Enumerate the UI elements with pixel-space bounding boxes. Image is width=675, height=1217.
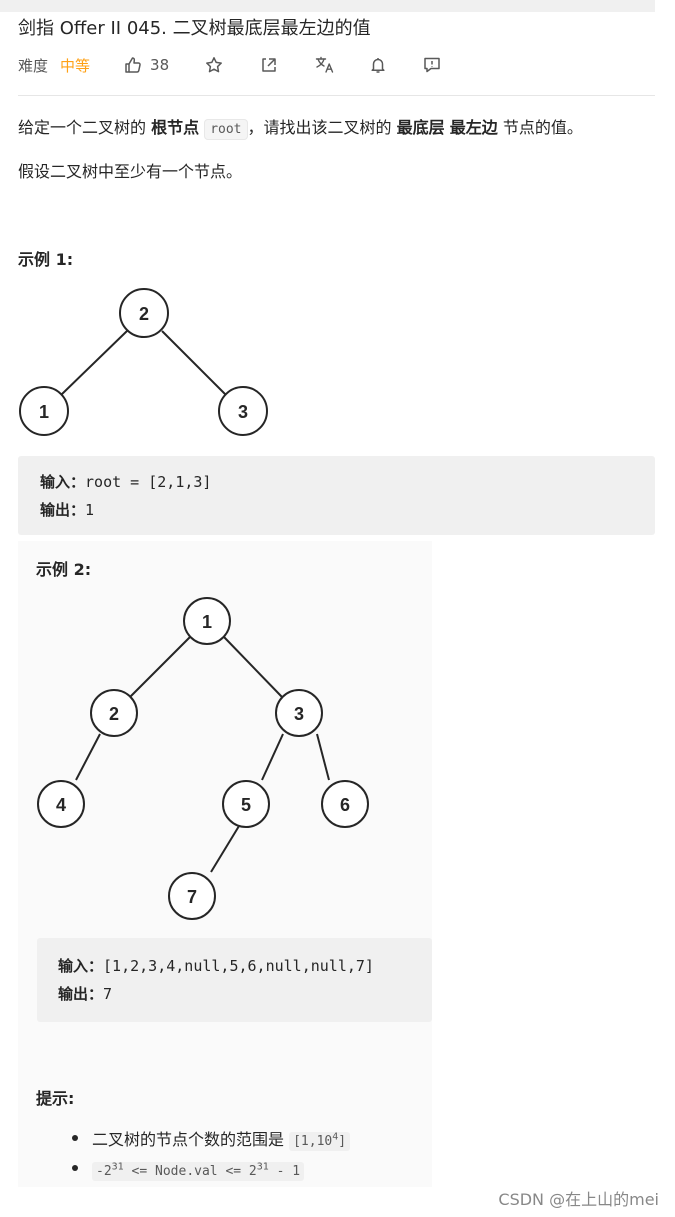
example2-io-block: 输入：[1,2,3,4,null,5,6,null,null,7] 输出：7 — [37, 938, 432, 1022]
hint-item: -231 <= Node.val <= 231 - 1 — [72, 1154, 350, 1184]
input-value: root = [2,1,3] — [85, 473, 212, 491]
tree-edge — [316, 733, 330, 781]
output-label: 输出： — [40, 501, 86, 519]
tree-node-label: 3 — [294, 704, 304, 724]
tree-node — [90, 689, 138, 737]
star-icon — [206, 57, 223, 73]
tree-node-label: 3 — [238, 402, 248, 422]
tree-node-label: 2 — [109, 704, 119, 724]
problem-meta-bar: 难度 中等 38 — [18, 54, 441, 76]
hint-code-range: [1,104] — [289, 1132, 351, 1152]
like-button[interactable]: 38 — [124, 56, 169, 74]
desc-bold-bottom-level: 最底层 — [396, 118, 445, 137]
tree-edge — [161, 330, 227, 396]
like-count: 38 — [150, 56, 170, 74]
output-value: 1 — [85, 501, 95, 519]
problem-panel — [0, 0, 655, 535]
tree-node — [168, 872, 216, 920]
output-value: 7 — [103, 985, 113, 1003]
tree-node — [222, 780, 270, 828]
share-icon — [262, 58, 276, 72]
tree-node — [321, 780, 369, 828]
input-label: 输入： — [40, 473, 86, 491]
hint-code-value-range: -231 <= Node.val <= 231 - 1 — [92, 1162, 305, 1182]
feedback-icon — [424, 57, 440, 73]
notification-button[interactable] — [369, 56, 387, 74]
thumbs-up-icon — [125, 57, 141, 73]
tree-node-label: 1 — [39, 402, 49, 422]
tree-node-label: 2 — [139, 304, 149, 324]
example2-tree-diagram: 1 2 3 4 5 6 7 — [37, 597, 369, 920]
tree-edge — [210, 825, 240, 873]
input-label: 输入： — [58, 957, 104, 975]
hint-item: 二叉树的节点个数的范围是 [1,104] — [72, 1124, 351, 1154]
hints-list: 二叉树的节点个数的范围是 [1,104] -231 <= Node.val <=… — [72, 1124, 351, 1184]
bell-icon — [371, 58, 385, 73]
difficulty-label: 难度 — [18, 56, 49, 75]
tree-node — [119, 288, 169, 338]
tree-node — [275, 689, 323, 737]
header-divider — [18, 95, 655, 96]
tree-edge — [60, 330, 128, 396]
example2-title: 示例 2: — [36, 560, 92, 579]
favorite-button[interactable] — [205, 56, 223, 74]
example1-io-block: 输入：root = [2,1,3] 输出：1 — [18, 456, 655, 535]
tree-node-label: 1 — [202, 612, 212, 632]
tree-node-label: 7 — [187, 887, 197, 907]
tree-edge — [129, 636, 191, 698]
desc-text: 给定一个二叉树的 — [18, 118, 152, 137]
tree-edge — [75, 733, 101, 781]
difficulty-badge: 中等 — [60, 56, 91, 75]
inline-code-root: root — [204, 119, 248, 140]
example1-title: 示例 1: — [18, 250, 74, 269]
desc-bold-root-node: 根节点 — [151, 118, 200, 137]
translate-button[interactable] — [315, 56, 335, 74]
feedback-button[interactable] — [423, 56, 441, 74]
tree-node — [218, 386, 268, 436]
desc-bold-leftmost: 最左边 — [449, 118, 498, 137]
hint-text: 二叉树的节点个数的范围是 — [92, 1130, 290, 1150]
description-constraint: 假设二叉树中至少有一个节点。 — [18, 162, 243, 181]
tree-node — [19, 386, 69, 436]
example1-tree-diagram: 2 1 3 — [19, 288, 268, 436]
tree-edge — [261, 733, 284, 781]
watermark: CSDN @在上山的mei — [498, 1190, 659, 1209]
problem-title: 剑指 Offer II 045. 二叉树最底层最左边的值 — [18, 18, 371, 39]
input-value: [1,2,3,4,null,5,6,null,null,7] — [103, 957, 374, 975]
tree-node-label: 4 — [56, 795, 66, 815]
output-label: 输出： — [58, 985, 104, 1003]
tree-node — [37, 780, 85, 828]
tree-edge — [223, 636, 283, 698]
tree-node-label: 6 — [340, 795, 350, 815]
desc-text: 节点的值。 — [497, 118, 583, 137]
top-strip — [0, 0, 655, 12]
translate-icon — [315, 56, 334, 73]
tree-node-label: 5 — [241, 795, 251, 815]
share-button[interactable] — [260, 56, 278, 74]
hints-title: 提示: — [36, 1089, 75, 1108]
tree-node — [183, 597, 231, 645]
example2-panel — [18, 541, 432, 1187]
description-paragraph: 给定一个二叉树的 根节点 root，请找出该二叉树的 最底层 最左边 节点的值。 — [18, 114, 583, 144]
desc-text: ，请找出该二叉树的 — [247, 118, 397, 137]
